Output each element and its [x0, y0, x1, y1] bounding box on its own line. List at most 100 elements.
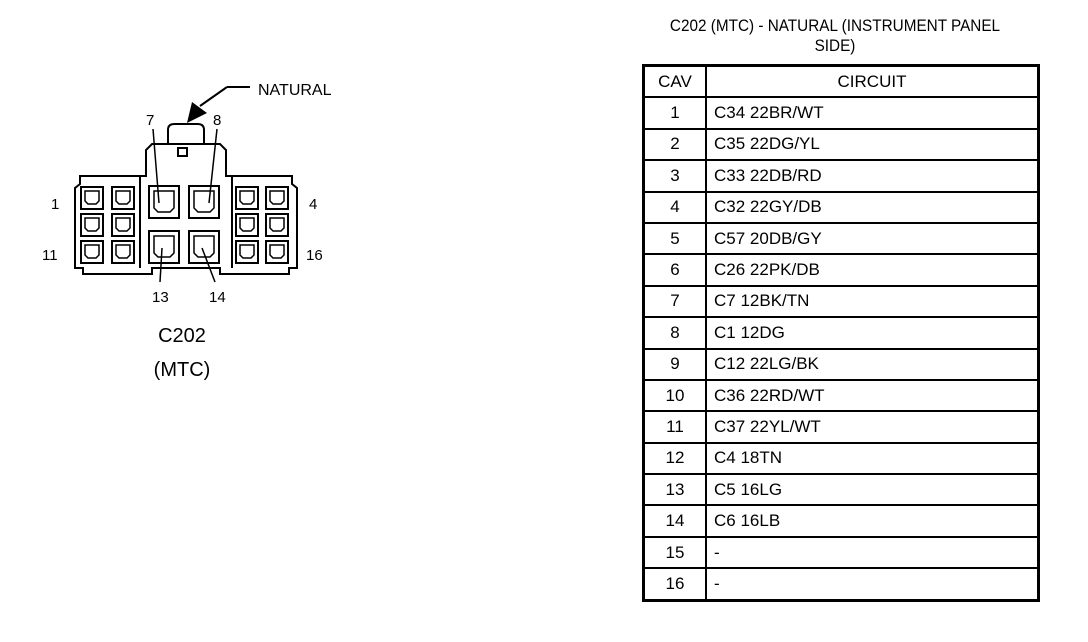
cav-cell: 13: [642, 473, 707, 507]
circuit-cell: C5 16LG: [705, 473, 1040, 507]
leader-14: [201, 247, 216, 283]
pin-label-8: 8: [213, 112, 221, 129]
table-title-line-2: SIDE): [814, 36, 856, 55]
cavity-inner: [84, 190, 100, 205]
pin-label-13: 13: [152, 289, 169, 306]
circuit-cell: -: [705, 535, 1040, 570]
cavity-inner: [239, 190, 255, 205]
cavity-inner: [84, 244, 100, 259]
connector-lock-tab: [167, 123, 205, 144]
cav-cell: 15: [642, 535, 707, 570]
circuit-cell: -: [705, 567, 1040, 602]
circuit-cell: C32 22GY/DB: [705, 190, 1040, 224]
cav-cell: 6: [642, 253, 707, 287]
cavity-inner: [115, 217, 131, 232]
circuit-cell: C26 22PK/DB: [705, 253, 1040, 287]
cavity-inner: [193, 235, 215, 258]
cavity-inner: [269, 217, 285, 232]
cav-cell: 10: [642, 378, 707, 413]
pin-label-1: 1: [51, 196, 59, 213]
cav-cell: 14: [642, 504, 707, 538]
callout-arrow-icon: [187, 102, 207, 123]
connector-body: [74, 123, 298, 275]
pin-label-7: 7: [146, 112, 154, 129]
cavities-large: [148, 185, 220, 264]
table-title: C202 (MTC) - NATURAL (INSTRUMENT PANEL S…: [624, 16, 1047, 56]
cavity-inner: [239, 217, 255, 232]
cavity-inner: [115, 244, 131, 259]
leader-7: [152, 128, 160, 204]
circuit-cell: C37 22YL/WT: [705, 410, 1040, 444]
circuit-cell: C33 22DB/RD: [705, 159, 1040, 193]
header-cav: CAV: [642, 64, 707, 99]
table-title-line-1: C202 (MTC) - NATURAL (INSTRUMENT PANEL: [669, 16, 1001, 35]
pin-label-4: 4: [309, 196, 317, 213]
circuit-cell: C36 22RD/WT: [705, 378, 1040, 413]
cavity-inner: [84, 217, 100, 232]
cavity-inner: [193, 190, 215, 213]
pin-label-16: 16: [306, 247, 323, 264]
cav-cell: 12: [642, 441, 707, 476]
callout-leader-diagonal: [199, 86, 228, 107]
cav-cell: 4: [642, 190, 707, 224]
circuit-cell: C7 12BK/TN: [705, 284, 1040, 319]
circuit-cell: C35 22DG/YL: [705, 127, 1040, 162]
table-header-row: CAV CIRCUIT: [642, 64, 1040, 99]
cavity-inner: [239, 244, 255, 259]
table-row: 16-: [642, 567, 1040, 602]
cavities-small-left: [80, 186, 135, 264]
cav-cell: 8: [642, 316, 707, 350]
cavity-inner: [153, 190, 175, 213]
pin-leaders: [152, 128, 218, 283]
cavities-large-inner: [153, 190, 215, 258]
cavity-inner: [269, 190, 285, 205]
cav-cell: 1: [642, 96, 707, 130]
connector-outline: [74, 143, 298, 275]
cavities-small-right-inner: [239, 190, 285, 259]
circuit-cell: C34 22BR/WT: [705, 96, 1040, 130]
header-circuit: CIRCUIT: [705, 64, 1040, 99]
pin-label-11: 11: [42, 247, 58, 264]
cav-cell: 9: [642, 347, 707, 381]
leader-8: [208, 128, 218, 204]
cavity-inner: [153, 235, 175, 258]
pin-labels: 7 8 1 4 11 16 13 14: [42, 112, 323, 306]
connector-diagram: NATURAL: [42, 82, 332, 381]
cavity-inner: [269, 244, 285, 259]
cav-cell: 16: [642, 567, 707, 602]
cav-cell: 5: [642, 221, 707, 256]
circuit-cell: C12 22LG/BK: [705, 347, 1040, 381]
cavities-small-right: [235, 186, 289, 264]
cavities-small-left-inner: [84, 190, 131, 259]
connector-variant: (MTC): [154, 359, 211, 381]
cav-cell: 7: [642, 284, 707, 319]
cav-cell: 3: [642, 159, 707, 193]
natural-label: NATURAL: [258, 82, 332, 99]
cav-cell: 11: [642, 410, 707, 444]
leader-13: [159, 247, 163, 283]
circuit-cell: C1 12DG: [705, 316, 1040, 350]
connector-name: C202: [158, 325, 206, 347]
circuit-cell: C6 16LB: [705, 504, 1040, 538]
circuit-cell: C4 18TN: [705, 441, 1040, 476]
cavity-inner: [115, 190, 131, 205]
pin-label-14: 14: [209, 289, 226, 306]
circuit-cell: C57 20DB/GY: [705, 221, 1040, 256]
connector-lock-window: [177, 147, 188, 157]
table-row: 15-: [642, 535, 1040, 570]
